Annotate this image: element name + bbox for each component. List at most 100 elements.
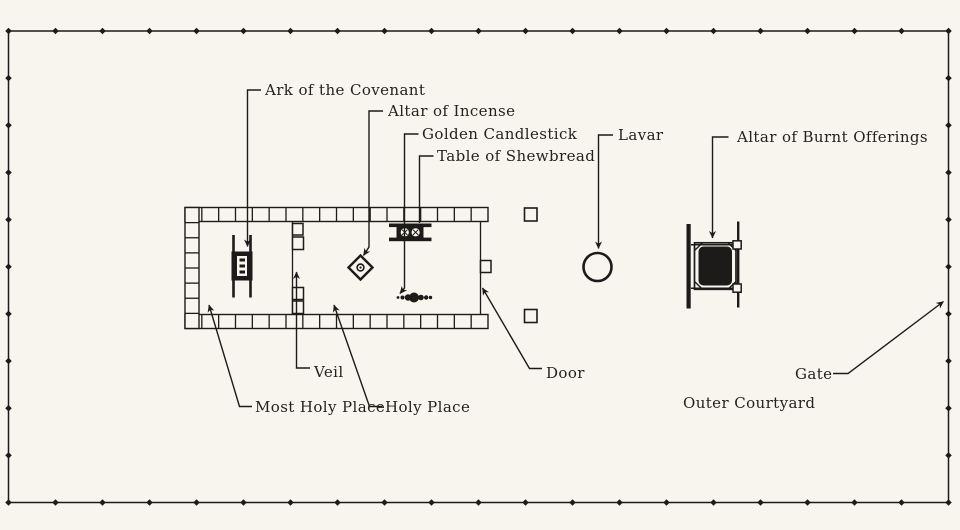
fence-post — [945, 216, 952, 223]
candlestick-leader-line — [399, 133, 419, 294]
fence-post — [616, 499, 623, 506]
fence-post — [5, 263, 12, 271]
tabernacle-door — [479, 221, 492, 315]
veil-label: Veil — [314, 363, 344, 381]
door-post — [479, 259, 492, 274]
west-wall-boards — [185, 221, 199, 315]
fence-post — [757, 27, 764, 35]
fence-post — [522, 499, 529, 506]
fence-post — [52, 27, 59, 35]
incense-altar-center — [359, 266, 362, 269]
fence-post — [851, 27, 858, 35]
veil-pillar — [291, 286, 305, 301]
ark-of-covenant-label: Ark of the Covenant — [265, 81, 426, 99]
lavar-basin — [582, 251, 613, 283]
burnt-altar-right-bar — [737, 221, 740, 308]
fence-post — [193, 499, 200, 506]
shewbread-table-edge — [389, 223, 432, 228]
most-holy-place-label: Most Holy Place — [255, 398, 386, 416]
fence-post — [193, 27, 200, 35]
fence-post — [663, 27, 670, 35]
golden-candlestick-label: Golden Candlestick — [422, 125, 578, 143]
altar-of-incense — [346, 253, 375, 282]
fence-post — [898, 499, 905, 506]
fence-post — [945, 499, 952, 506]
shewbread-table-top — [396, 226, 424, 238]
altar-of-incense-label: Altar of Incense — [388, 102, 516, 120]
most-holy-place-leader-line — [207, 304, 252, 408]
lavar-leader-line — [595, 134, 613, 249]
fence-post — [287, 27, 294, 35]
candlestick-branch — [400, 295, 405, 300]
fence-post — [522, 27, 529, 35]
door-label: Door — [546, 364, 585, 382]
door-leader-line — [481, 287, 542, 370]
table-of-shewbread — [389, 223, 432, 242]
fence-post — [381, 27, 388, 35]
fence-post — [945, 404, 952, 412]
candlestick-branch — [396, 296, 400, 299]
fence-post — [52, 499, 59, 506]
fence-post — [945, 310, 952, 318]
courtyard-fence — [5, 27, 952, 506]
burnt-altar-frame — [693, 241, 737, 291]
fence-post — [381, 499, 388, 506]
fence-post — [804, 27, 811, 35]
fence-post — [5, 74, 12, 82]
candlestick-branch — [428, 295, 433, 300]
fence-post — [663, 499, 670, 506]
fence-post — [5, 216, 12, 223]
ark-leader-line — [244, 89, 261, 247]
fence-post — [945, 122, 952, 129]
fence-post — [240, 499, 247, 506]
callout-leaders — [207, 89, 944, 408]
fence-post — [334, 499, 341, 506]
ark-detail — [239, 270, 245, 274]
gate-leader-line — [833, 300, 944, 375]
fence-post — [5, 452, 12, 459]
burnt-altar-joint — [732, 240, 742, 250]
fence-post — [5, 27, 12, 35]
fence-post — [898, 27, 905, 35]
fence-post — [428, 27, 435, 35]
shewbread-leader-line — [418, 155, 434, 223]
gate-label: Gate — [795, 365, 833, 383]
fence-post — [99, 499, 106, 506]
tabernacle-walls — [184, 206, 489, 330]
ark-of-covenant — [231, 235, 253, 298]
fence-post — [804, 499, 811, 506]
fence-post — [945, 169, 952, 176]
fence-post — [240, 27, 247, 35]
ark-detail — [239, 264, 245, 268]
burnt-altar-hearth — [698, 246, 732, 286]
entrance-pillar — [523, 207, 538, 222]
golden-candlestick — [396, 292, 433, 303]
veil-leader-line — [293, 271, 310, 369]
fence-post — [710, 499, 717, 506]
ark-detail — [239, 258, 245, 262]
fence-post — [99, 27, 106, 35]
fence-post — [334, 27, 341, 35]
incense-leader-line — [362, 110, 383, 256]
fence-post — [569, 27, 576, 35]
fence-post — [569, 499, 576, 506]
fence-post — [616, 27, 623, 35]
fence-post — [5, 404, 12, 412]
fence-post — [757, 499, 764, 506]
fence-post — [146, 499, 153, 506]
altar-of-burnt-offerings — [686, 221, 742, 309]
fence-post — [287, 499, 294, 506]
fence-post — [5, 499, 12, 506]
fence-post — [475, 27, 482, 35]
entrance-pillar — [523, 308, 538, 324]
fence-post — [5, 310, 12, 318]
candlestick-branch — [424, 295, 429, 300]
burnt-altar-leader-line — [709, 136, 729, 239]
outer-courtyard-label: Outer Courtyard — [683, 394, 816, 412]
fence-post — [5, 122, 12, 129]
fence-post — [475, 499, 482, 506]
fence-post — [945, 74, 952, 82]
fence-post — [945, 452, 952, 459]
courtyard-fence-posts — [5, 27, 952, 506]
